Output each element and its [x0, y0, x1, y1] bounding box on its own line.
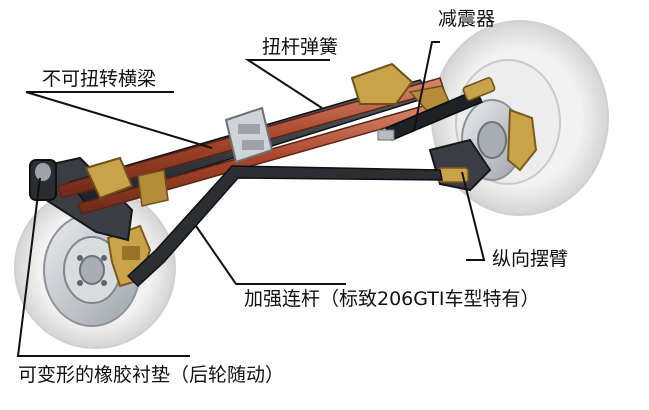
leader-line-reinforcement-rod [195, 225, 346, 285]
leader-lines [16, 41, 486, 357]
center-clamp [224, 106, 274, 164]
label-bushing: 可变形的橡胶衬垫（后轮随动） [18, 364, 285, 386]
label-cross-beam: 不可扭转横梁 [42, 68, 157, 90]
leader-line-bushing [16, 177, 190, 357]
leader-line-shock-absorber [413, 41, 440, 131]
leader-line-torsion-bar [244, 59, 330, 109]
shock-absorber [377, 77, 496, 141]
label-reinforcement-rod: 加强连杆（标致206GTI车型特有） [244, 288, 540, 310]
label-trailing-arm: 纵向摆臂 [492, 248, 569, 270]
reinforcement-rod [126, 165, 443, 288]
left-end-brackets [84, 156, 169, 207]
label-shock-absorber: 减震器 [438, 8, 496, 30]
label-torsion-bar: 扭杆弹簧 [262, 36, 339, 58]
leader-line-cross-beam [25, 91, 213, 149]
leader-line-trailing-arm [461, 171, 486, 261]
